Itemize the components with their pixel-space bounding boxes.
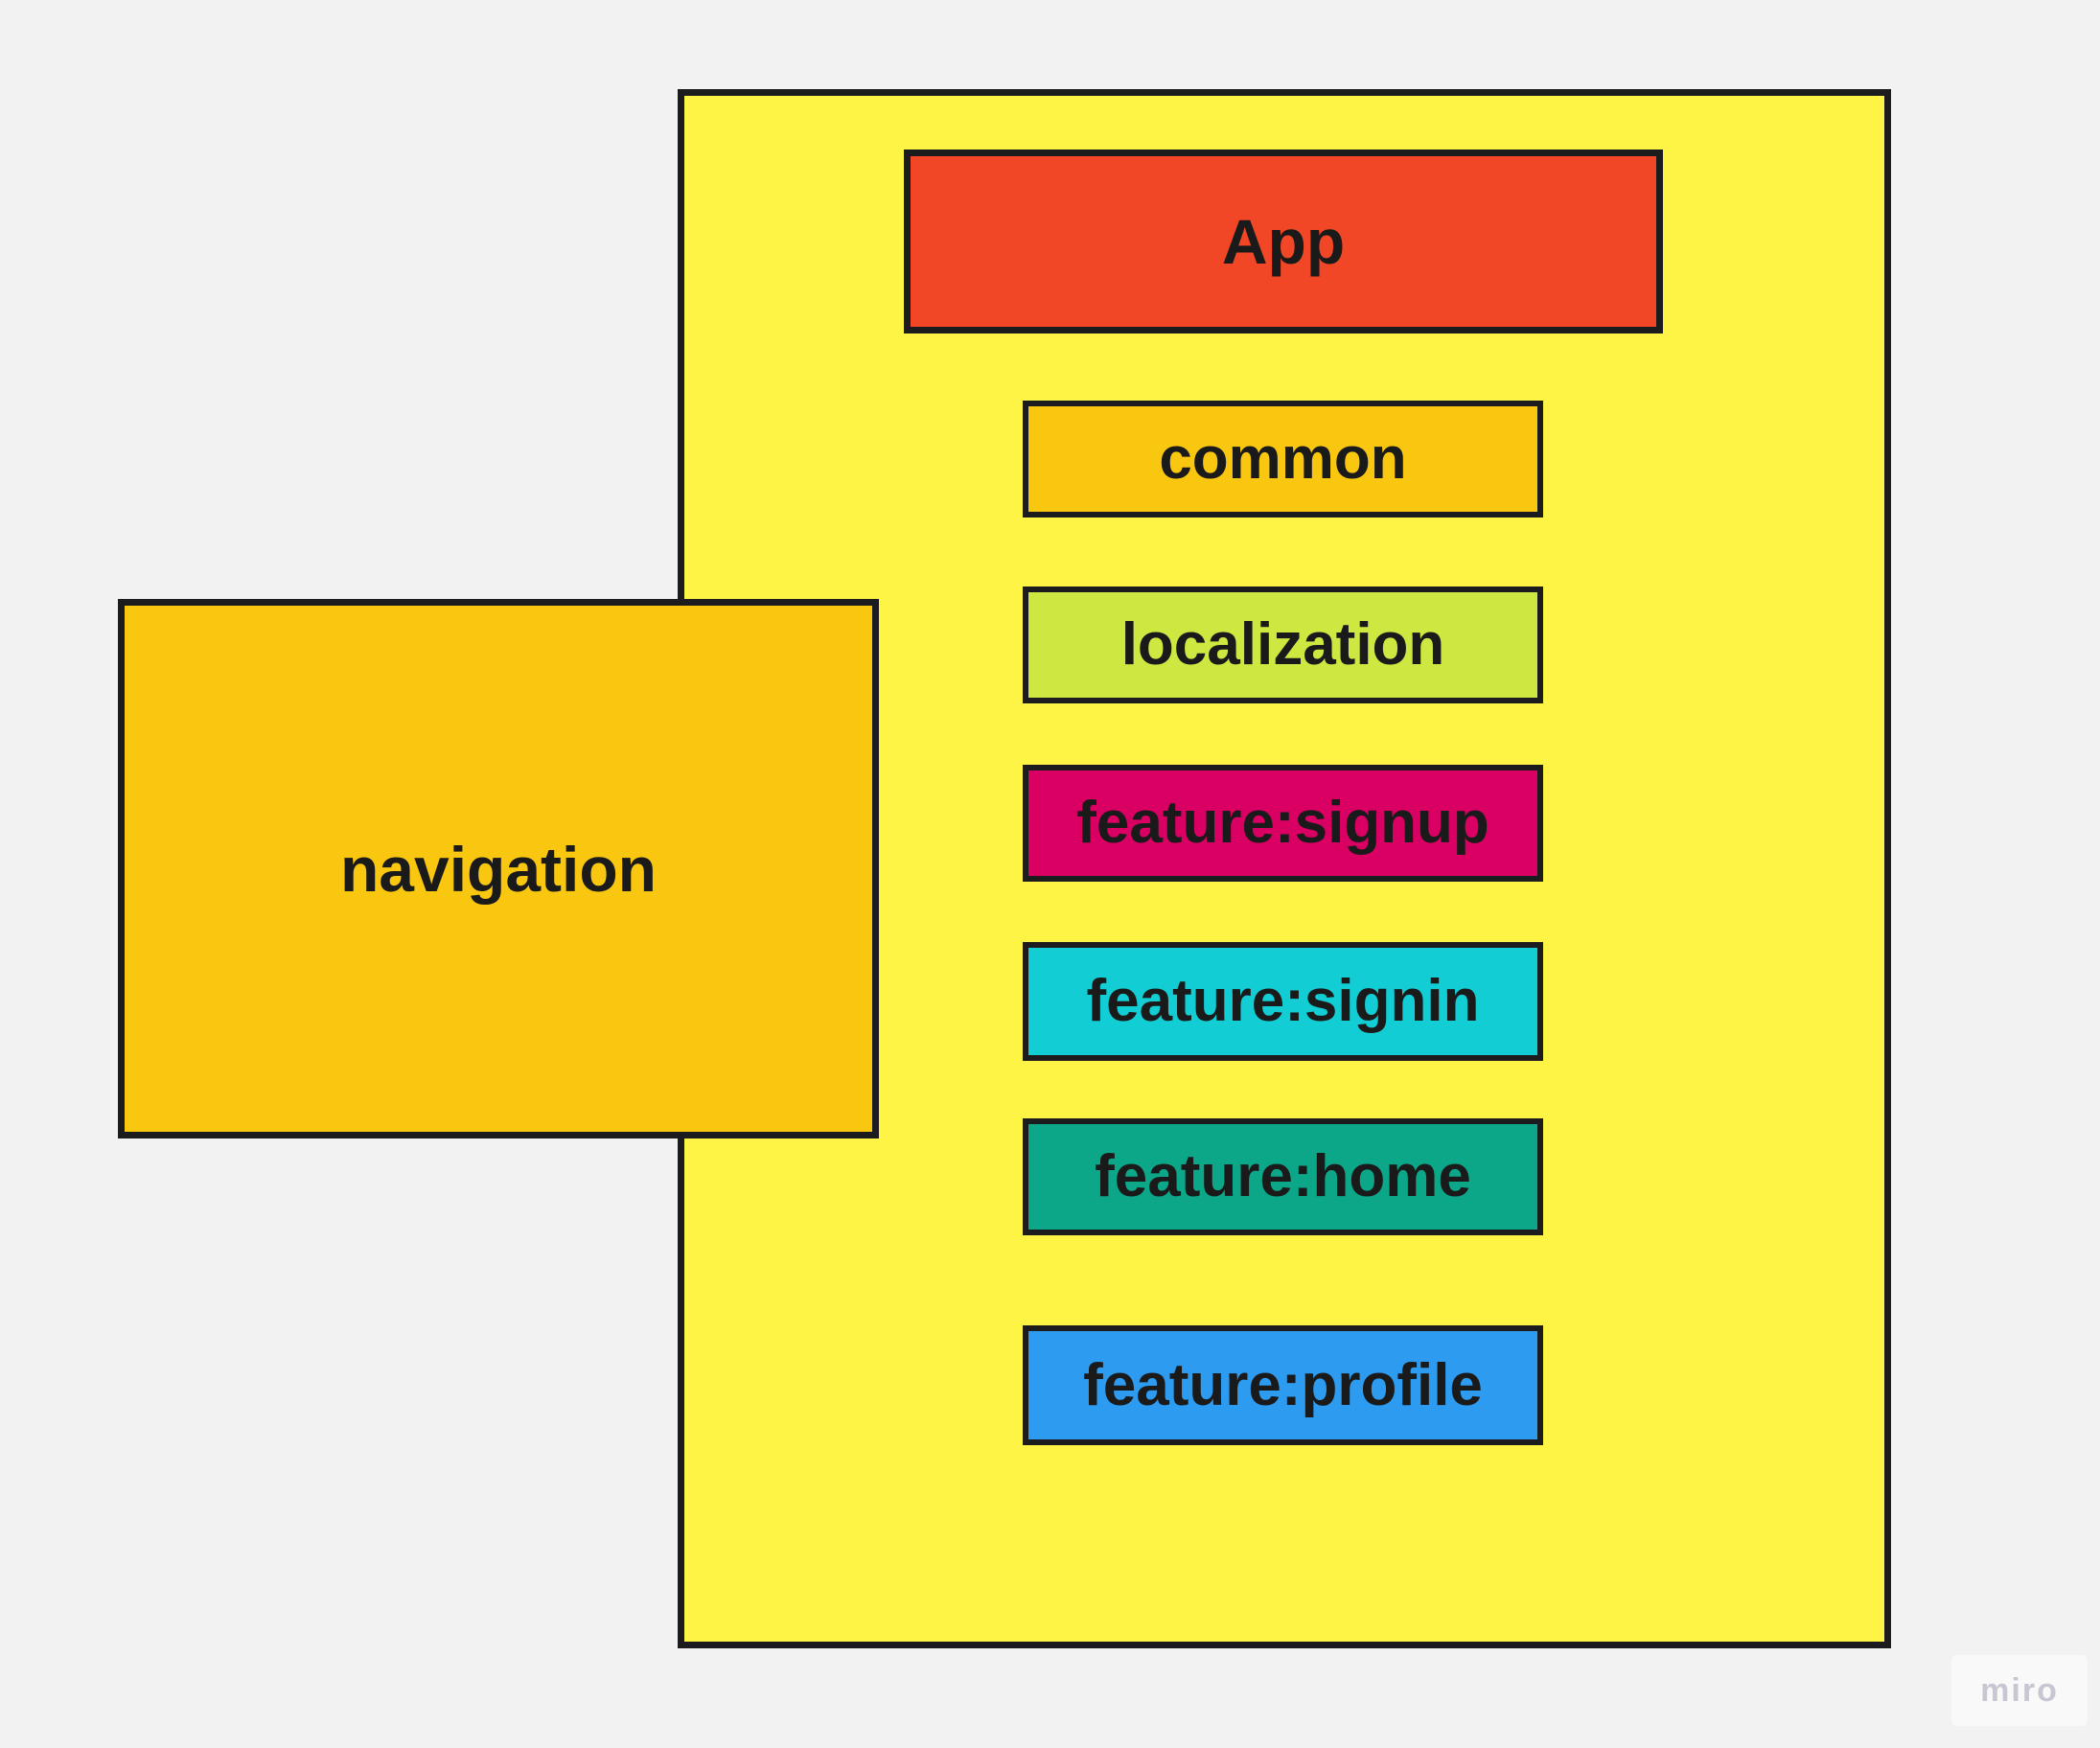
miro-watermark-label: miro	[1980, 1672, 2059, 1709]
module-label-localization: localization	[1120, 611, 1445, 678]
module-box-feature-signup[interactable]: feature:signup	[1023, 765, 1543, 882]
module-box-feature-profile[interactable]: feature:profile	[1023, 1325, 1543, 1445]
module-box-common[interactable]: common	[1023, 401, 1543, 518]
module-box-feature-home[interactable]: feature:home	[1023, 1118, 1543, 1235]
navigation-box[interactable]: navigation	[118, 599, 879, 1138]
module-label-feature-profile: feature:profile	[1083, 1351, 1483, 1418]
app-box[interactable]: App	[904, 150, 1663, 334]
app-label: App	[1221, 206, 1346, 277]
module-label-feature-signin: feature:signin	[1086, 968, 1480, 1034]
module-box-localization[interactable]: localization	[1023, 586, 1543, 703]
module-label-feature-home: feature:home	[1095, 1143, 1471, 1209]
navigation-label: navigation	[339, 833, 658, 905]
module-label-feature-signup: feature:signup	[1076, 790, 1489, 856]
module-label-common: common	[1159, 426, 1407, 492]
miro-watermark: miro	[1951, 1655, 2088, 1726]
module-box-feature-signin[interactable]: feature:signin	[1023, 942, 1543, 1061]
